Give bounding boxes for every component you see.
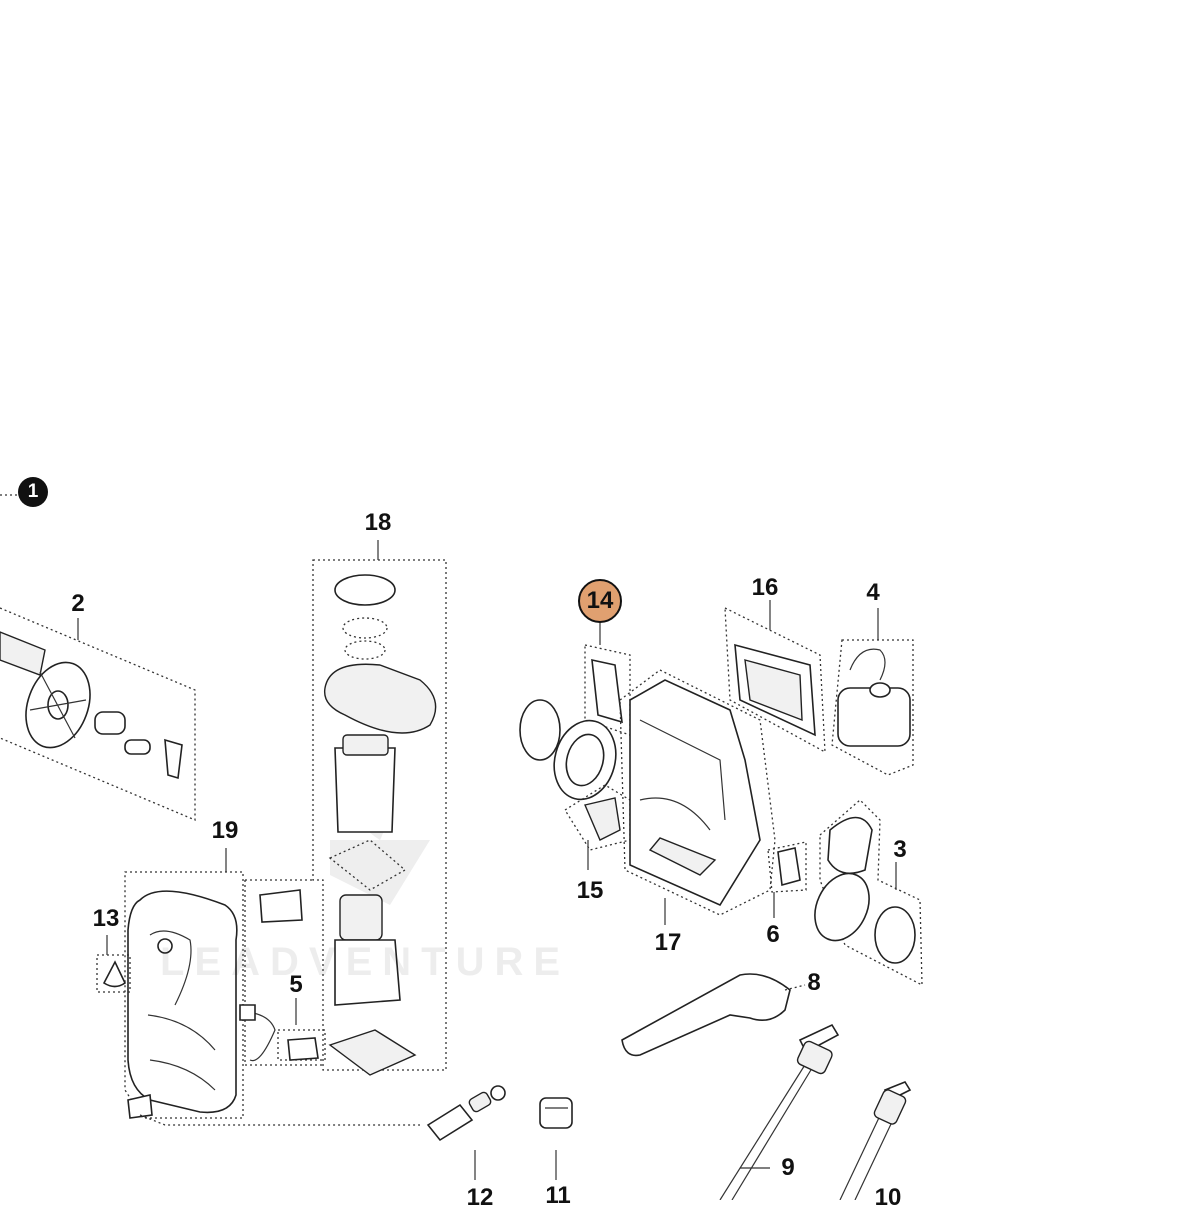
callout-12[interactable]: 12 — [466, 1184, 494, 1211]
watermark-text: LEADVENTURE — [160, 940, 571, 984]
part-main-frame — [619, 669, 776, 925]
part-quick-nozzle — [539, 1097, 573, 1180]
part-wheel-bracket — [584, 622, 631, 736]
callout-16[interactable]: 16 — [751, 574, 779, 601]
reference-badge[interactable]: 1 — [18, 477, 48, 507]
part-spray-gun — [621, 973, 806, 1057]
part-detergent-tank — [831, 608, 914, 776]
part-cord-plug — [247, 998, 326, 1062]
callout-15[interactable]: 15 — [576, 877, 604, 904]
part-switch — [244, 879, 323, 1066]
part-top-tray — [724, 600, 826, 754]
hose-connection-line — [139, 1114, 420, 1126]
callout-9[interactable]: 9 — [781, 1154, 795, 1181]
callout-13[interactable]: 13 — [92, 905, 120, 932]
part-wheel-right — [814, 799, 923, 987]
callout-8[interactable]: 8 — [807, 969, 821, 996]
part-housing-cover — [124, 848, 256, 1119]
part-small-knob — [96, 935, 131, 993]
callout-2[interactable]: 2 — [71, 590, 85, 617]
part-wheel-left — [519, 699, 617, 801]
callout-4[interactable]: 4 — [866, 579, 880, 606]
callout-10[interactable]: 10 — [874, 1184, 902, 1211]
callout-19[interactable]: 19 — [211, 817, 239, 844]
callout-18[interactable]: 18 — [364, 509, 392, 536]
part-latch — [767, 841, 807, 918]
callout-17[interactable]: 17 — [654, 929, 682, 956]
callout-5[interactable]: 5 — [289, 971, 303, 998]
part-pump-motor-assembly — [312, 540, 447, 1076]
part-hose-reel — [0, 607, 196, 821]
callout-6[interactable]: 6 — [766, 921, 780, 948]
callout-3[interactable]: 3 — [893, 836, 907, 863]
callout-11[interactable]: 11 — [545, 1182, 571, 1209]
part-lance-10 — [839, 1081, 912, 1200]
part-lance-9 — [719, 1023, 840, 1200]
part-hose-connector — [426, 1085, 506, 1180]
callout-highlighted[interactable]: 14 — [578, 579, 622, 623]
